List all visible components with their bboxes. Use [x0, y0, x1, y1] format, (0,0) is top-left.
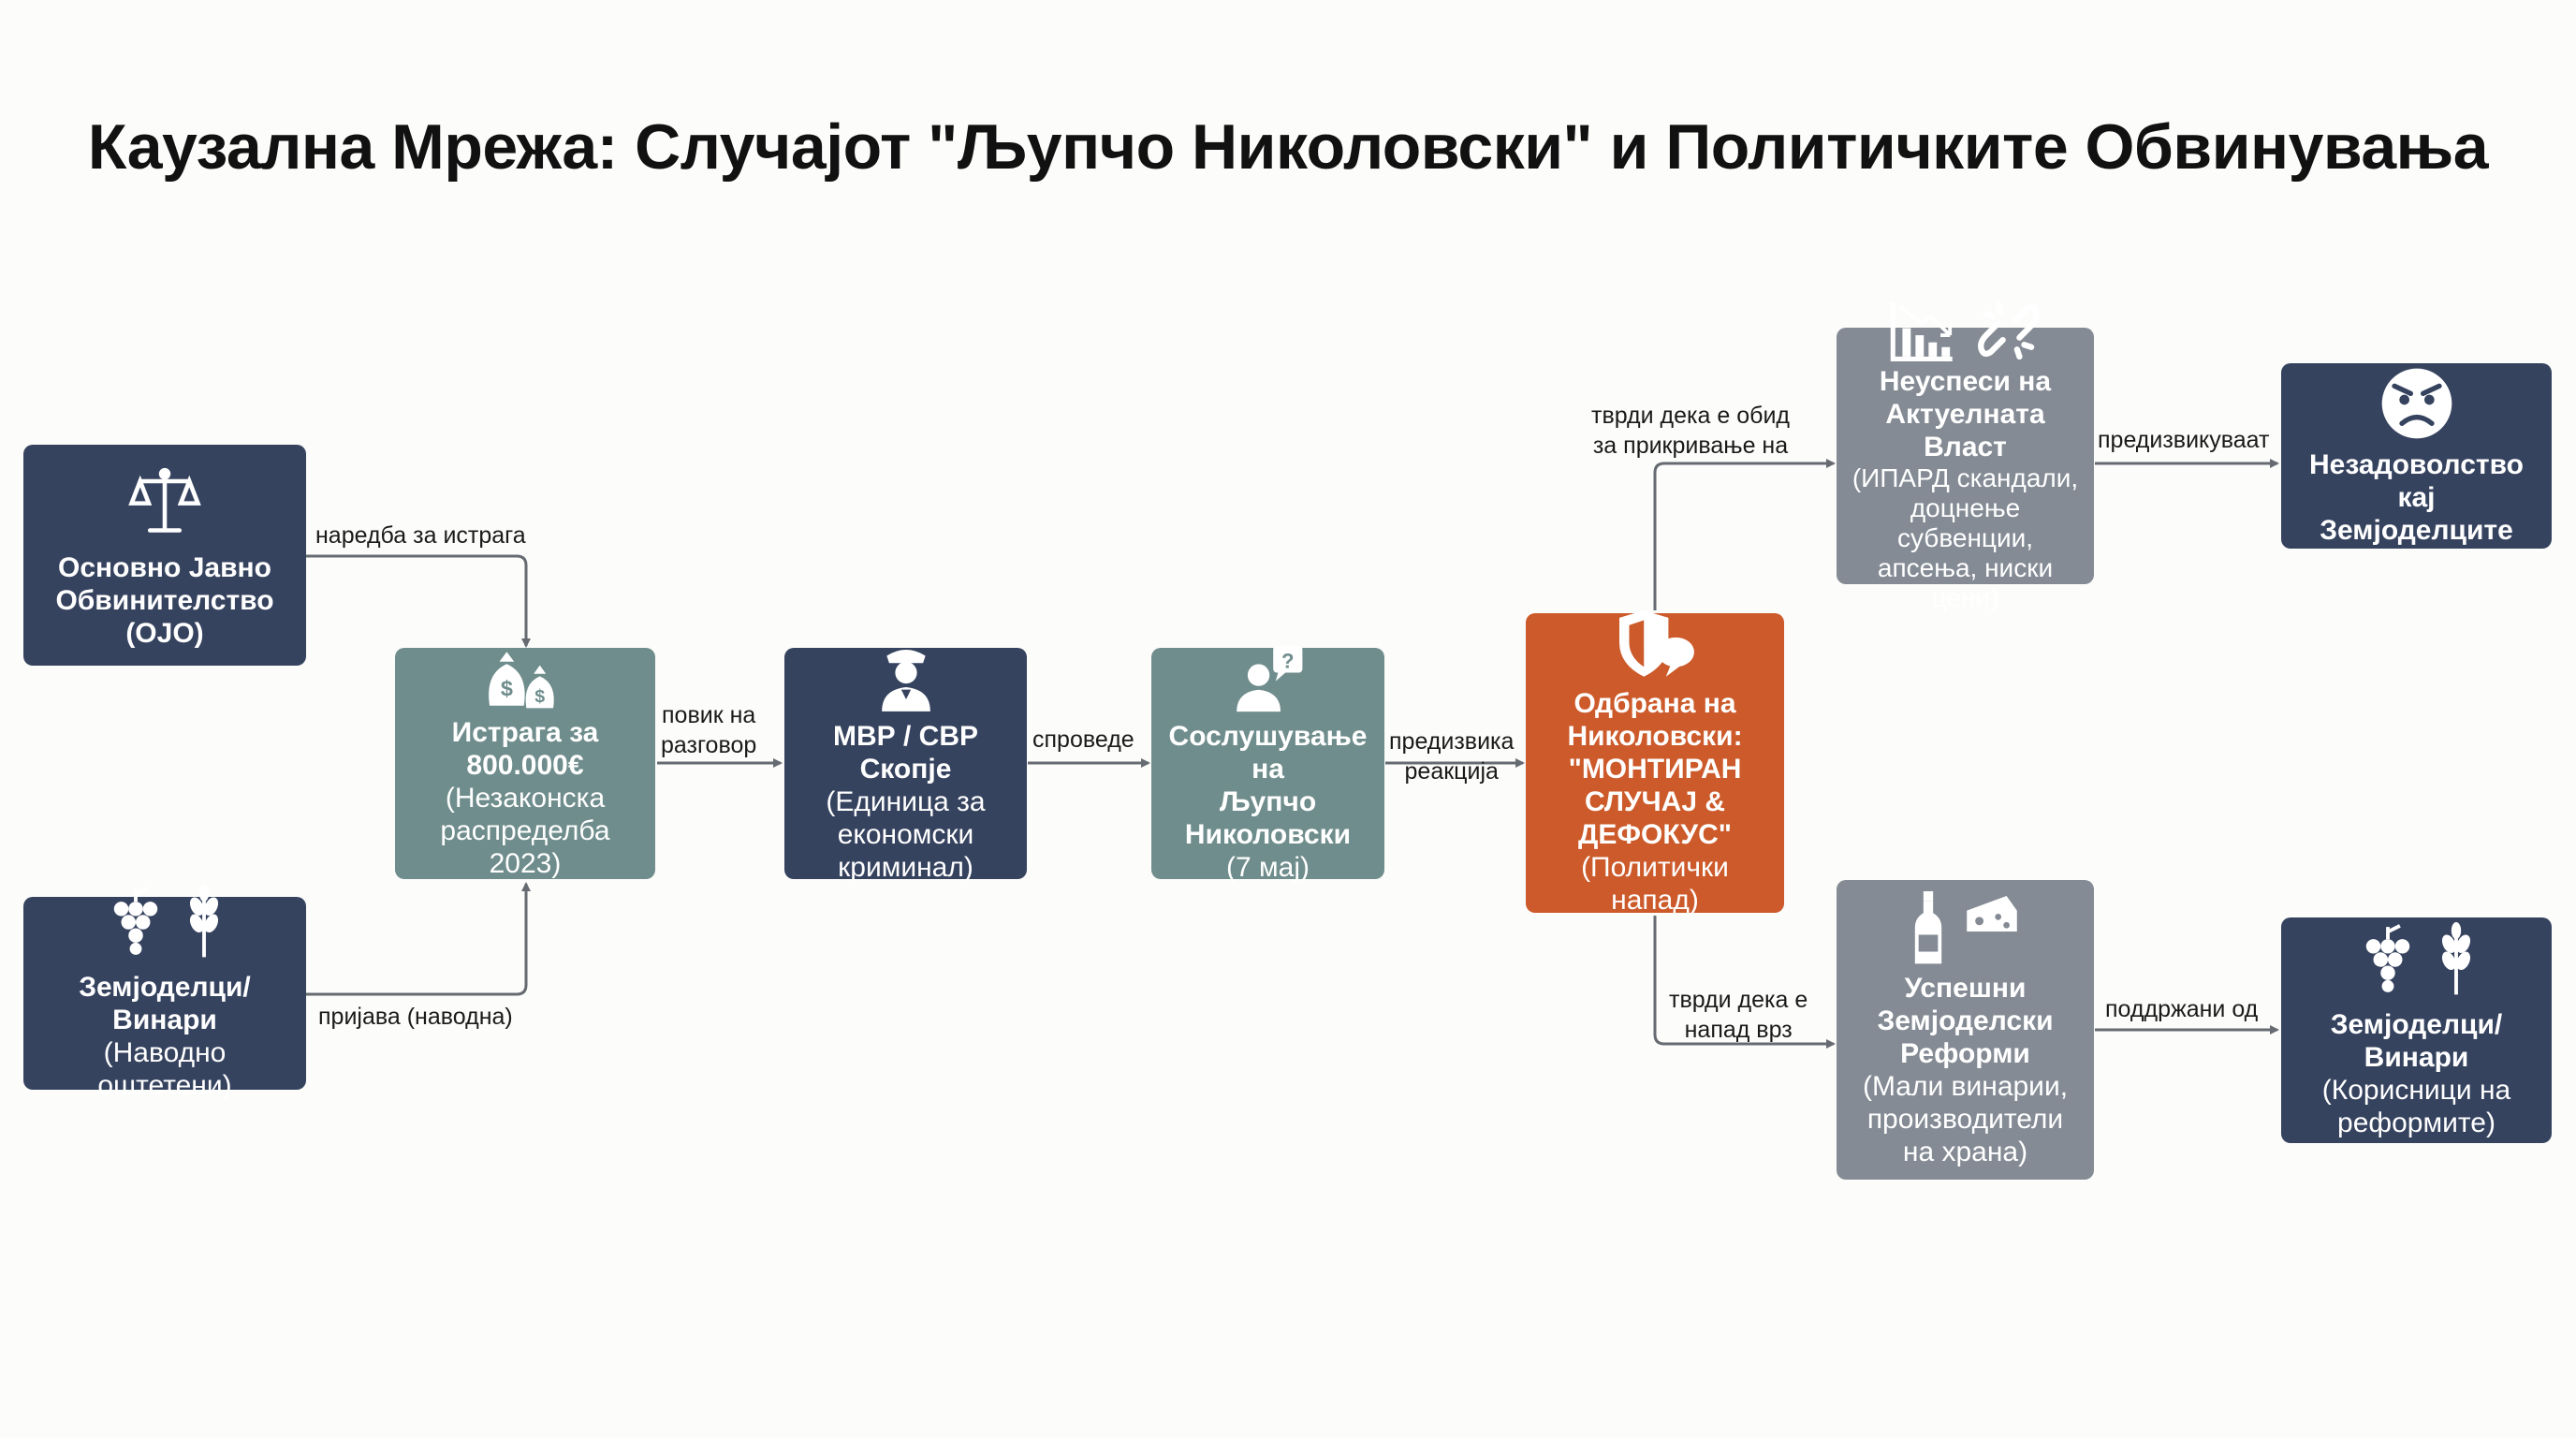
edge-report — [306, 882, 531, 996]
edge-claims-cover — [1653, 459, 1836, 610]
node-farmers-beneficiaries: Земјоделци/Винари (Корисници на реформит… — [2281, 917, 2552, 1143]
money-bags-icon: $ $ — [489, 652, 554, 709]
node-investigation-sub: (Незаконска распределба 2023) — [440, 783, 610, 879]
broken-link-icon — [1977, 301, 2040, 360]
declining-chart-icon — [1890, 301, 1953, 361]
node-investigation: $ $ Истрага за 800.000€ (Незаконска расп… — [395, 648, 655, 879]
edge-label-summons: повик на разговор — [661, 702, 757, 758]
node-failures: Неуспеси на Актуелната Власт (ИПАРД скан… — [1837, 301, 2094, 612]
person-question-icon: ? — [1236, 645, 1302, 712]
node-mvr-sub: (Единица за економски криминал) — [826, 786, 986, 883]
wheat-icon — [189, 885, 219, 958]
node-hearing-sub: (7 мај) — [1226, 852, 1310, 883]
scales-icon — [128, 467, 201, 533]
edge-label-report: пријава (наводна) — [318, 1004, 513, 1030]
angry-face-icon — [2381, 368, 2452, 438]
node-mvr: МВР / СВР Скопје (Единица за економски к… — [784, 648, 1027, 883]
node-reforms-title: Успешни Земјоделски Реформи — [1877, 973, 2054, 1069]
node-farmers-damaged: Земјоделци/Винари (Наводно оштетени) — [23, 885, 306, 1101]
node-hearing-title: Сослушување на Љупчо Николовски — [1168, 721, 1368, 850]
node-failures-sub: (ИПАРД скандали, доцнење субвенции, апсе… — [1852, 462, 2079, 612]
node-reforms-sub: (Мали винарии, производители на храна) — [1862, 1071, 2069, 1167]
svg-text:$: $ — [501, 676, 513, 700]
node-dissatisfaction: Незадоволство кај Земјоделците — [2281, 363, 2552, 549]
grapes-icon — [113, 887, 158, 955]
node-ojo-title: Основно Јавно Обвинителство (ОЈО) — [55, 551, 274, 649]
node-mvr-title: МВР / СВР Скопје — [832, 721, 978, 785]
cheese-icon — [1966, 896, 2017, 932]
svg-text:?: ? — [1281, 649, 1295, 672]
edge-label-order: наредба за истрага — [315, 522, 526, 549]
node-dissatisfaction-title: Незадоволство кај Земјоделците — [2309, 448, 2524, 546]
shield-speech-icon — [1619, 609, 1694, 677]
node-defense: Одбрана на Николовски: "МОНТИРАН СЛУЧАЈ … — [1526, 609, 1784, 916]
grapes-icon — [2365, 923, 2409, 992]
edge-label-claims-attack: тврди дека е напад врз — [1669, 987, 1808, 1043]
node-defense-sub: (Политички напад) — [1581, 851, 1729, 916]
edge-label-causes: предизвикуваат — [2098, 427, 2270, 453]
node-farmers-beneficiaries-sub: (Корисници на реформите) — [2321, 1074, 2511, 1138]
edge-label-conduct: спроведе — [1032, 726, 1134, 753]
edge-claims-attack — [1653, 916, 1836, 1049]
svg-text:$: $ — [534, 686, 545, 707]
node-failures-title: Неуспеси на Актуелната Власт — [1879, 365, 2052, 462]
edge-label-supported-by: поддржани од — [2105, 996, 2259, 1022]
node-farmers-damaged-title: Земјоделци/Винари — [79, 972, 251, 1035]
node-hearing: ? Сослушување на Љупчо Николовски (7 мај… — [1151, 645, 1384, 883]
wheat-icon — [2441, 921, 2470, 994]
node-investigation-title: Истрага за 800.000€ — [451, 717, 599, 781]
page-title: Каузална Мрежа: Случајот "Љупчо Николовс… — [87, 111, 2489, 183]
node-defense-title: Одбрана на Николовски: "МОНТИРАН СЛУЧАЈ … — [1567, 687, 1743, 850]
wine-bottle-icon — [1914, 891, 1941, 964]
edge-order — [306, 554, 531, 648]
node-reforms: Успешни Земјоделски Реформи (Мали винари… — [1837, 880, 2094, 1180]
node-farmers-beneficiaries-title: Земјоделци/Винари — [2330, 1008, 2503, 1073]
edge-label-provoke: предизвика реакција — [1389, 728, 1515, 785]
police-officer-icon — [881, 650, 930, 712]
node-farmers-damaged-sub: (Наводно оштетени) — [97, 1037, 232, 1101]
node-ojo: Основно Јавно Обвинителство (ОЈО) — [23, 445, 306, 666]
edge-label-claims-cover: тврди дека е обид за прикривање на — [1591, 403, 1791, 459]
